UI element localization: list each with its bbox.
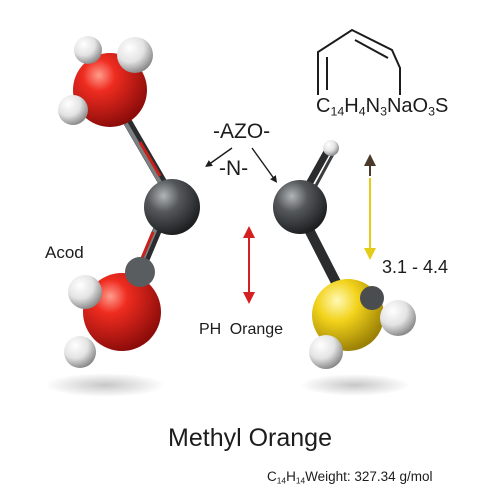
- formula-element-subscript: 3: [428, 104, 435, 119]
- weight-value: Weight: 327.34 g/mol: [305, 469, 433, 484]
- molecular-formula: C14H4N3NaO3S: [316, 96, 448, 118]
- pointer-arrow-left: [205, 147, 233, 168]
- hydrogen-atom: [74, 36, 102, 64]
- weight-formula-element: C: [267, 469, 277, 484]
- hydrogen-atom: [64, 336, 96, 368]
- formula-element: C: [316, 95, 331, 117]
- azo-label: -AZO-: [213, 120, 271, 143]
- hydrogen-atom: [68, 275, 102, 309]
- ph-label: PH: [199, 321, 222, 338]
- ring-structure: [317, 28, 401, 95]
- orange-label: Orange: [229, 321, 284, 338]
- hydrogen-atom: [380, 300, 416, 336]
- shadow-left: [45, 373, 165, 397]
- ph-range-label: 3.1 - 4.4: [382, 257, 449, 277]
- weight-formula-element-subscript: 14: [295, 475, 306, 486]
- diagram-title: Methyl Orange: [168, 424, 332, 452]
- weight-formula-element: H: [286, 469, 296, 484]
- formula-element: NaO: [386, 95, 429, 117]
- ph-orange-label: PH Orange: [199, 322, 283, 338]
- hydrogen-atom: [117, 37, 153, 73]
- formula-element-subscript: 3: [380, 104, 387, 119]
- oxygen-atom-bottom: [83, 273, 161, 351]
- carbon-atom-left: [144, 179, 200, 235]
- weight-formula: C14H14: [267, 469, 306, 486]
- shadow-right: [300, 374, 410, 396]
- molecular-weight: C14H14Weight: 327.34 g/mol: [267, 470, 432, 485]
- formula-element: N: [365, 95, 381, 117]
- formula-element: H: [344, 95, 359, 117]
- formula-element-subscript: 14: [330, 104, 345, 119]
- formula-element-subscript: 4: [358, 104, 366, 119]
- hydrogen-atom: [309, 335, 343, 369]
- pointer-arrow-right: [251, 147, 278, 183]
- carbon-atom-right: [273, 180, 327, 234]
- weight-formula-element-subscript: 14: [276, 475, 287, 486]
- carbon-atom-small: [125, 257, 155, 287]
- nitrogen-label: -N-: [219, 157, 249, 180]
- formula-element: S: [435, 95, 449, 117]
- carbon-atom-small: [360, 286, 384, 310]
- hydrogen-atom: [58, 95, 88, 125]
- acid-label: Acod: [45, 243, 84, 262]
- hydrogen-atom-small: [323, 140, 339, 156]
